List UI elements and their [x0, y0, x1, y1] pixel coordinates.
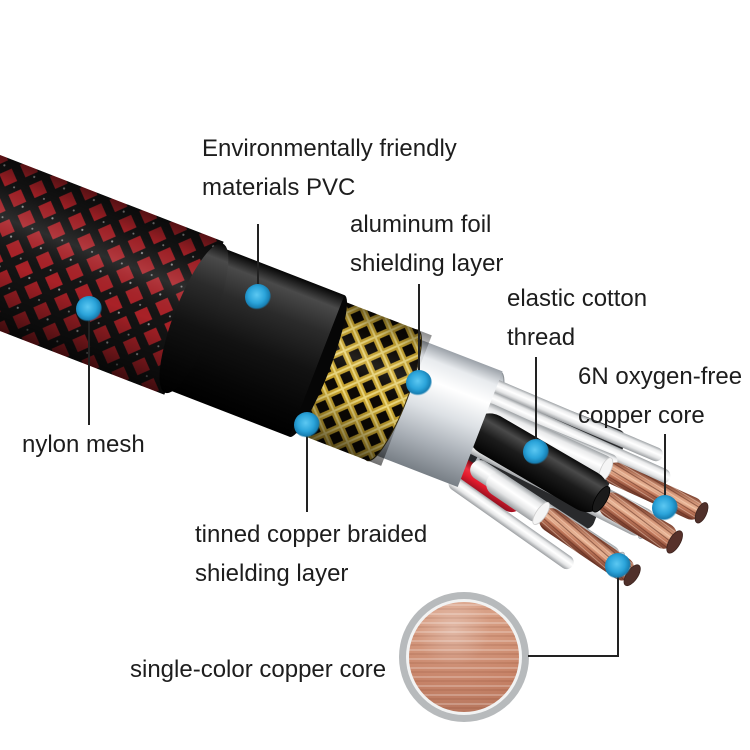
callout-dot-pvc	[245, 284, 271, 310]
label-oxygen-free-core-line2: copper core	[578, 402, 705, 429]
callout-line-single-color-vertical	[617, 574, 619, 657]
label-aluminum-foil-line2: shielding layer	[350, 250, 504, 277]
callout-dot-tinned-copper	[294, 412, 320, 438]
label-tinned-copper: tinned copper braided shielding layer	[195, 515, 427, 593]
callout-line-elastic-cotton	[535, 357, 537, 445]
callout-line-tinned-copper	[306, 432, 308, 512]
label-aluminum-foil-line1: aluminum foil	[350, 211, 492, 238]
callout-dot-oxygen-free	[652, 495, 678, 521]
nylon-mesh-layer	[0, 141, 229, 395]
callout-dot-aluminum-foil	[406, 370, 432, 396]
label-nylon-mesh: nylon mesh	[22, 425, 145, 464]
label-elastic-cotton: elastic cotton thread	[507, 279, 647, 357]
label-pvc-line2: materials PVC	[202, 174, 356, 201]
callout-line-aluminum-foil	[418, 284, 420, 376]
copper-core-inset	[399, 592, 529, 722]
label-elastic-cotton-line1: elastic cotton	[507, 285, 648, 312]
callout-dot-elastic-cotton	[523, 439, 549, 465]
label-oxygen-free-core: 6N oxygen-free copper core	[578, 357, 742, 435]
label-pvc: Environmentally friendly materials PVC	[202, 129, 457, 207]
label-single-color-core-line1: single-color copper core	[130, 656, 387, 683]
callout-dot-nylon-mesh	[76, 296, 102, 322]
cotton-thread-top-2	[482, 390, 671, 484]
cotton-thread-top-1	[486, 378, 663, 462]
label-single-color-core: single-color copper core	[130, 650, 386, 689]
callout-dot-single-color	[605, 553, 631, 579]
label-tinned-copper-line2: shielding layer	[195, 560, 349, 587]
label-aluminum-foil: aluminum foil shielding layer	[350, 205, 503, 283]
pvc-reveal-edge	[159, 243, 229, 394]
callout-line-pvc	[257, 224, 259, 290]
callout-line-nylon-mesh	[88, 315, 90, 425]
label-nylon-mesh-line1: nylon mesh	[22, 431, 145, 458]
label-elastic-cotton-line2: thread	[507, 324, 576, 351]
label-oxygen-free-core-line1: 6N oxygen-free	[578, 363, 743, 390]
label-pvc-line1: Environmentally friendly	[202, 135, 457, 162]
cotton-thread-bottom	[448, 476, 574, 570]
callout-line-single-color-horizontal	[528, 655, 619, 657]
label-tinned-copper-line1: tinned copper braided	[195, 521, 428, 548]
callout-line-oxygen-free	[664, 434, 666, 500]
